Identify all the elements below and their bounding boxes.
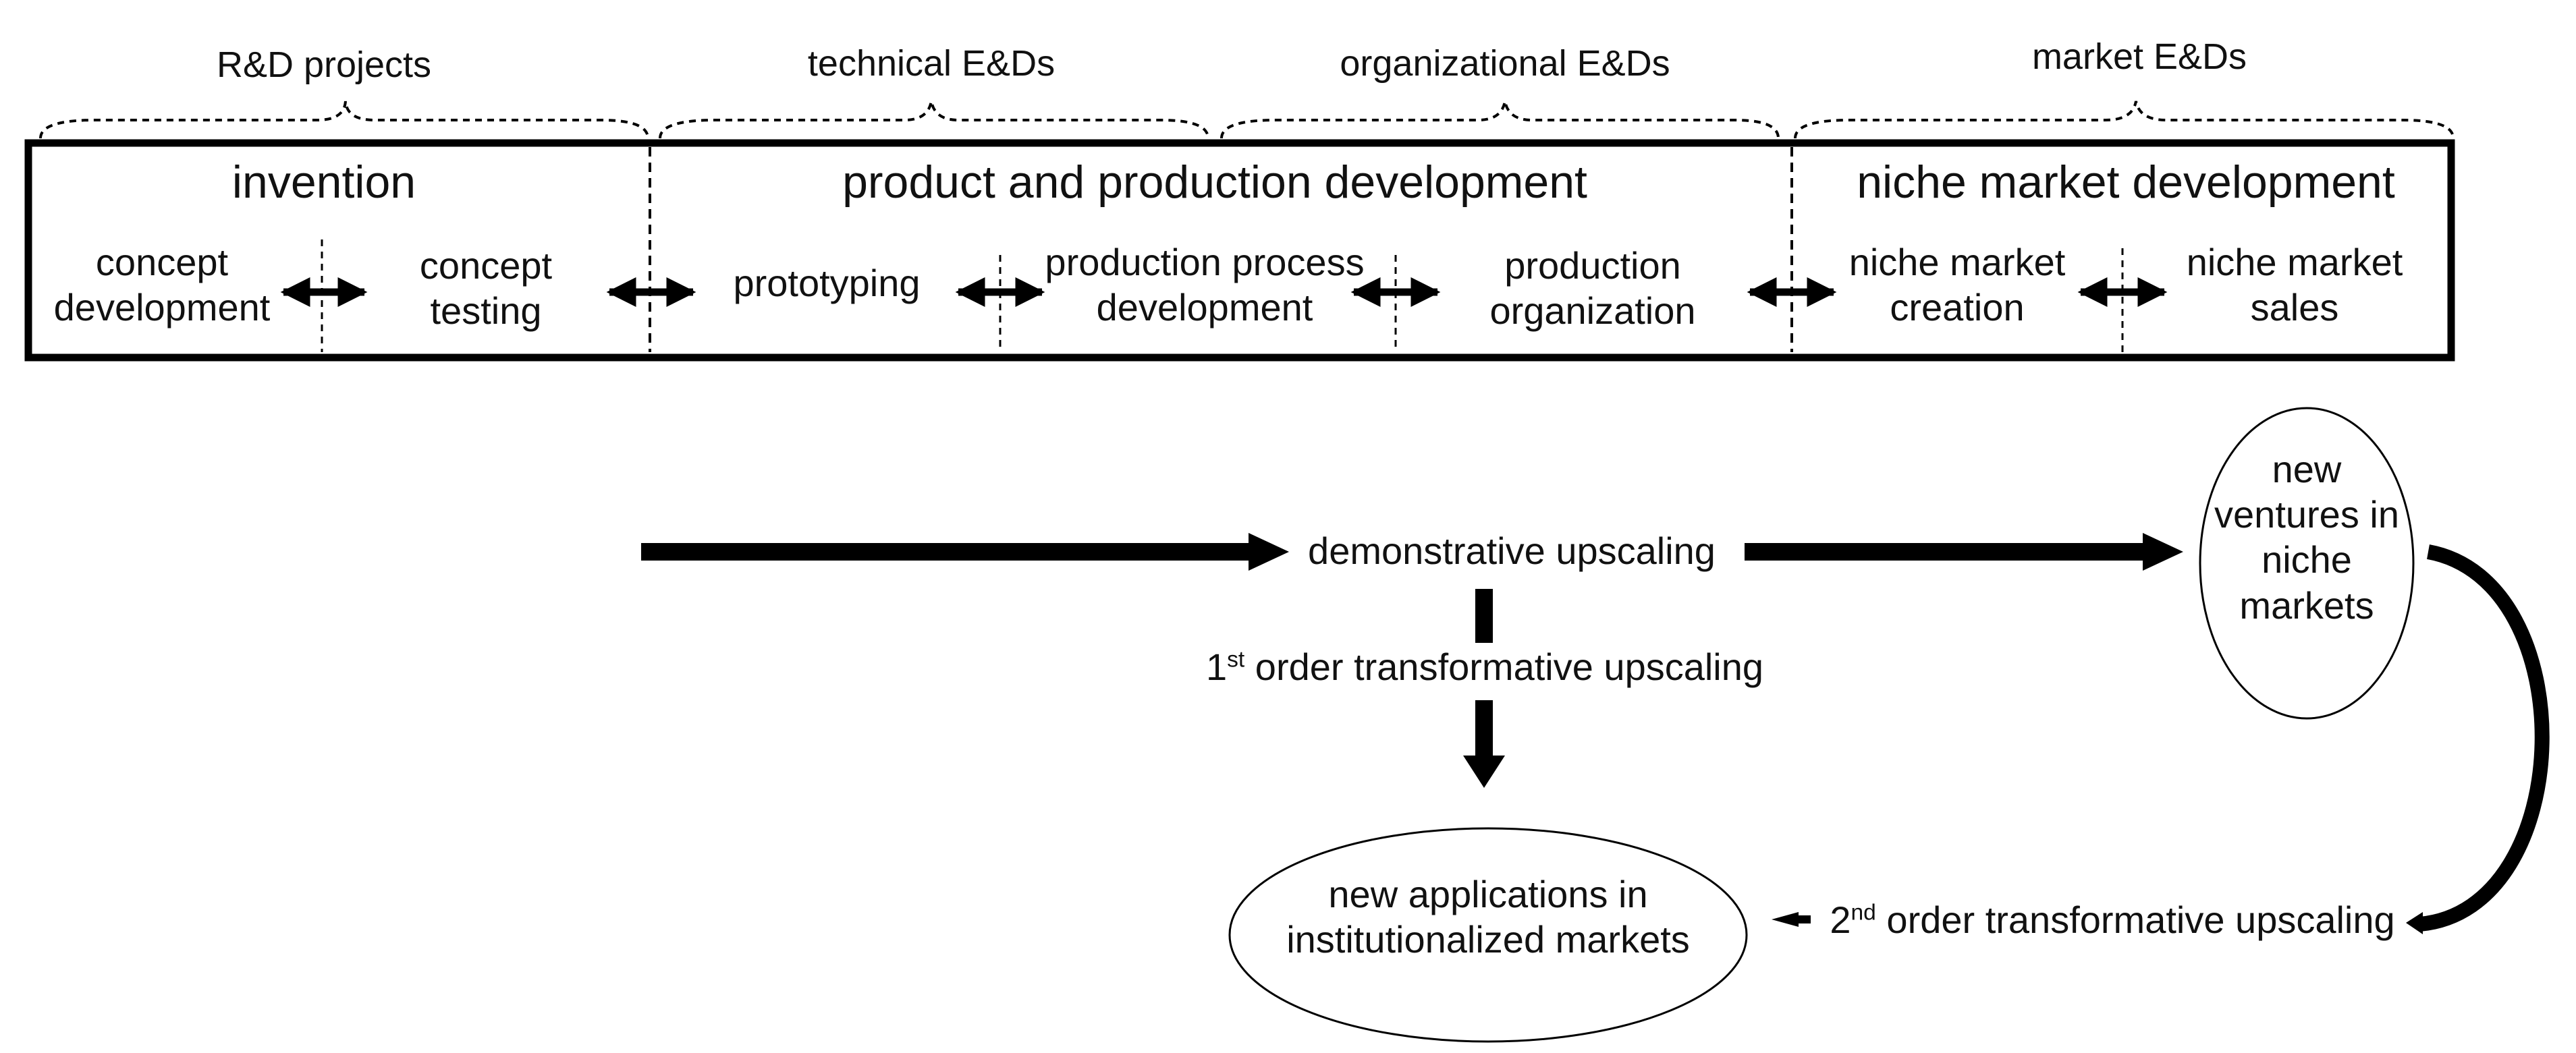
arrow-to-applications — [1463, 700, 1505, 788]
arrow-second-to-applications — [1772, 912, 1799, 927]
arrow-to-ventures — [1745, 533, 2183, 571]
curved-arrow-head — [2406, 912, 2423, 934]
label-technical-eds: technical E&Ds — [807, 43, 1056, 84]
brace-organizational — [1220, 101, 1780, 139]
brace-market — [1794, 101, 2455, 139]
stage-prototyping: prototyping — [733, 262, 921, 304]
ventures-ellipse — [2199, 407, 2415, 720]
phase-niche-market-development: niche market development — [1857, 156, 2395, 208]
phase-invention: invention — [231, 156, 416, 208]
applications-ellipse — [1228, 827, 1748, 1043]
brace-technical — [659, 101, 1209, 139]
phase-box — [24, 139, 2455, 362]
label-organizational-eds: organizational E&Ds — [1340, 43, 1670, 84]
brace-rd — [39, 101, 649, 139]
phase-dividers — [649, 147, 1793, 352]
phase-product-development: product and production development — [842, 156, 1587, 208]
label-rd-projects: R&D projects — [216, 45, 432, 85]
label-second-order-upscaling: 2nd order transformative upscaling — [1830, 899, 2395, 941]
arrow-to-demonstrative — [641, 533, 1289, 571]
category-braces — [39, 101, 2455, 139]
label-market-eds: market E&Ds — [2031, 36, 2247, 77]
arrow-down-stub — [1475, 589, 1493, 643]
curved-arrow — [2419, 544, 2550, 932]
label-first-order-upscaling: 1st order transformative upscaling — [1205, 646, 1764, 688]
label-demonstrative-upscaling: demonstrative upscaling — [1308, 530, 1716, 572]
flow-arrows — [641, 533, 2183, 927]
